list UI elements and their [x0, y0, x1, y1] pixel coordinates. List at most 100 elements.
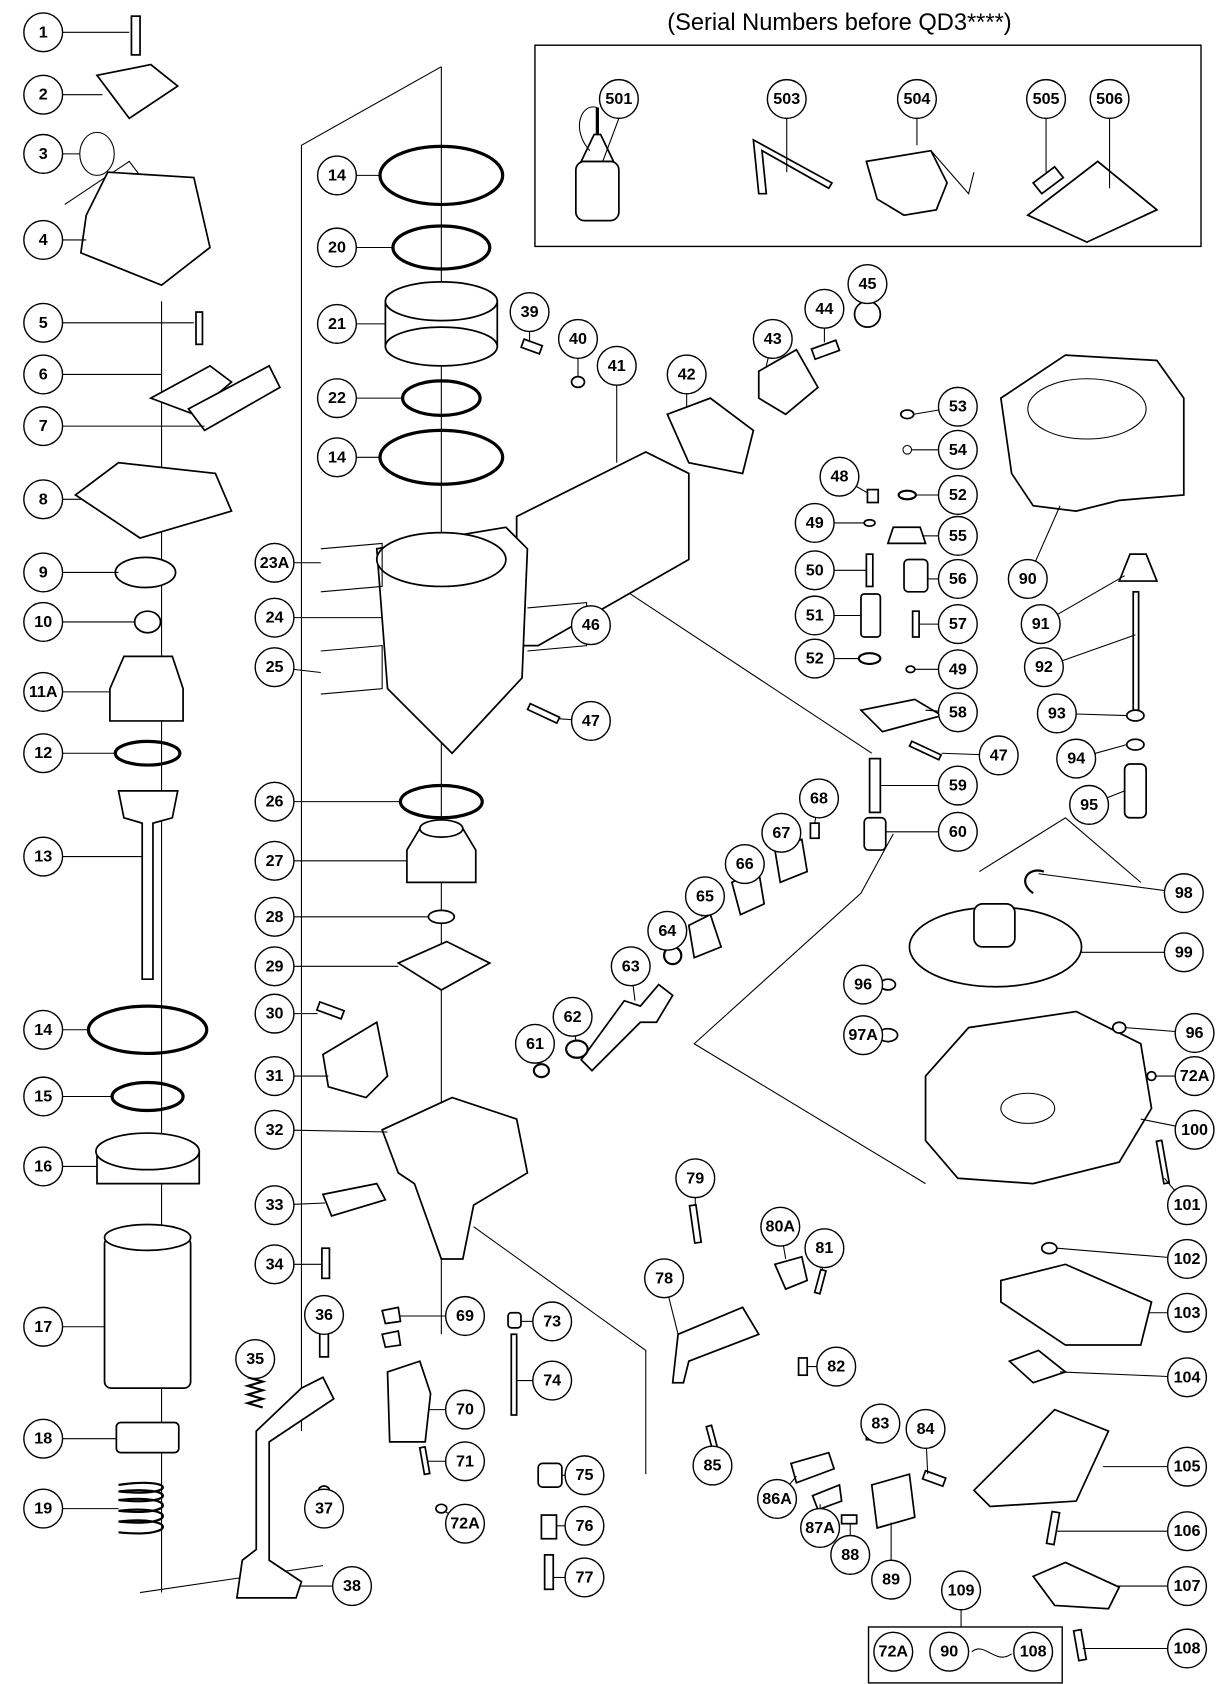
- callout-circle: [254, 781, 295, 822]
- callout-circle: [23, 74, 64, 115]
- callout-55: 55: [937, 515, 978, 556]
- callout-41: 41: [596, 345, 637, 386]
- part-number: 72A: [878, 1643, 908, 1661]
- callout-65: 65: [684, 876, 726, 917]
- leader-line: [632, 985, 636, 1001]
- callout-26: 26: [254, 781, 295, 822]
- bolt-part: [810, 339, 841, 361]
- part-number: 504: [903, 90, 930, 108]
- callout-4: 4: [23, 219, 64, 261]
- washer-part: [1125, 709, 1145, 722]
- o-ring-part: [857, 652, 882, 665]
- callout-503: 503: [766, 78, 807, 120]
- callout-circle: [847, 264, 888, 305]
- callout-circle: [303, 1294, 345, 1335]
- callout-73: 73: [532, 1301, 573, 1342]
- callout-circle: [937, 604, 978, 645]
- callout-101: 101: [1166, 1185, 1208, 1226]
- callout-86a: 86A: [756, 1478, 798, 1519]
- part-number: 61: [526, 1035, 544, 1053]
- leader-line: [1125, 1027, 1176, 1033]
- bolt-part: [321, 1247, 331, 1280]
- callout-circle: [871, 1559, 912, 1600]
- part-number: 34: [266, 1255, 284, 1273]
- callout-7: 7: [23, 406, 64, 447]
- callout-circle: [1020, 604, 1061, 645]
- callout-96: 96: [1174, 1012, 1215, 1054]
- part-number: 45: [858, 275, 876, 293]
- pad-part: [1007, 1349, 1068, 1384]
- o-ring-part: [110, 1080, 185, 1113]
- callout-90: 90: [1007, 558, 1048, 599]
- part-number: 49: [949, 660, 967, 678]
- part-number: 100: [1181, 1121, 1208, 1139]
- callout-circle: [843, 1015, 884, 1056]
- callout-circle: [937, 515, 978, 556]
- callout-504: 504: [896, 78, 938, 120]
- part-number: 59: [949, 777, 967, 795]
- callout-circle: [254, 1185, 295, 1226]
- part-number: 66: [736, 855, 754, 873]
- leader-line: [913, 409, 939, 415]
- part-number: 57: [949, 615, 967, 633]
- callout-circle: [937, 558, 978, 599]
- callout-3: 3: [23, 133, 64, 174]
- part-number: 68: [810, 789, 828, 807]
- callout-circle: [235, 1338, 276, 1380]
- callout-19: 19: [23, 1488, 64, 1529]
- part-number: 41: [608, 357, 626, 375]
- knob-part: [537, 1462, 563, 1488]
- callout-circle: [23, 1009, 64, 1050]
- leader-line: [1038, 873, 1165, 892]
- callout-circle: [1163, 873, 1204, 914]
- part-number: 37: [315, 1500, 333, 1518]
- callout-circle: [557, 318, 599, 360]
- part-number: 108: [1174, 1639, 1201, 1657]
- part-number: 23A: [260, 554, 290, 572]
- part-number: 105: [1174, 1458, 1201, 1476]
- callout-circle: [254, 896, 295, 937]
- callout-circle: [929, 1631, 970, 1672]
- callout-29: 29: [254, 946, 295, 987]
- label-part: [320, 542, 383, 593]
- magazine-plate-part: [1000, 1263, 1153, 1346]
- callout-64: 64: [647, 910, 688, 951]
- leader-line: [1140, 1118, 1176, 1127]
- bumper-part: [406, 819, 477, 884]
- callout-circle: [23, 836, 64, 877]
- bolt-part: [1072, 1628, 1088, 1662]
- callout-circle: [940, 1570, 982, 1611]
- part-number: 44: [815, 300, 833, 318]
- callout-circle: [23, 406, 64, 447]
- part-number: 11A: [29, 683, 58, 701]
- gasket-part: [687, 913, 723, 959]
- latch-part: [773, 1255, 809, 1291]
- part-number: 14: [328, 448, 346, 466]
- callout-54: 54: [937, 429, 978, 470]
- part-number: 90: [940, 1643, 958, 1661]
- callout-22: 22: [316, 378, 358, 419]
- callout-32: 32: [254, 1109, 295, 1150]
- callout-circle: [1166, 1628, 1208, 1669]
- valve-sleeve-part: [860, 593, 882, 638]
- spring-part: [1123, 763, 1147, 819]
- callout-66: 66: [724, 843, 765, 885]
- callout-circle: [794, 550, 835, 591]
- part-number: 106: [1174, 1522, 1201, 1540]
- callout-84: 84: [905, 1408, 946, 1450]
- part-number: 63: [622, 957, 640, 975]
- serial-number-note: (Serial Numbers before QD3****): [667, 10, 1011, 36]
- leader-line: [293, 668, 321, 674]
- pin-part: [418, 1445, 431, 1476]
- part-number: 95: [1080, 796, 1098, 814]
- magazine-door-part: [972, 1408, 1110, 1508]
- part-number: 71: [456, 1452, 474, 1470]
- spring-part: [243, 1376, 267, 1409]
- callout-circle: [937, 692, 978, 733]
- part-number: 22: [328, 389, 346, 407]
- part-number: 12: [34, 744, 52, 762]
- part-number: 40: [569, 330, 587, 348]
- callout-circle: [1166, 1566, 1208, 1607]
- nose-gasket-part: [396, 940, 492, 991]
